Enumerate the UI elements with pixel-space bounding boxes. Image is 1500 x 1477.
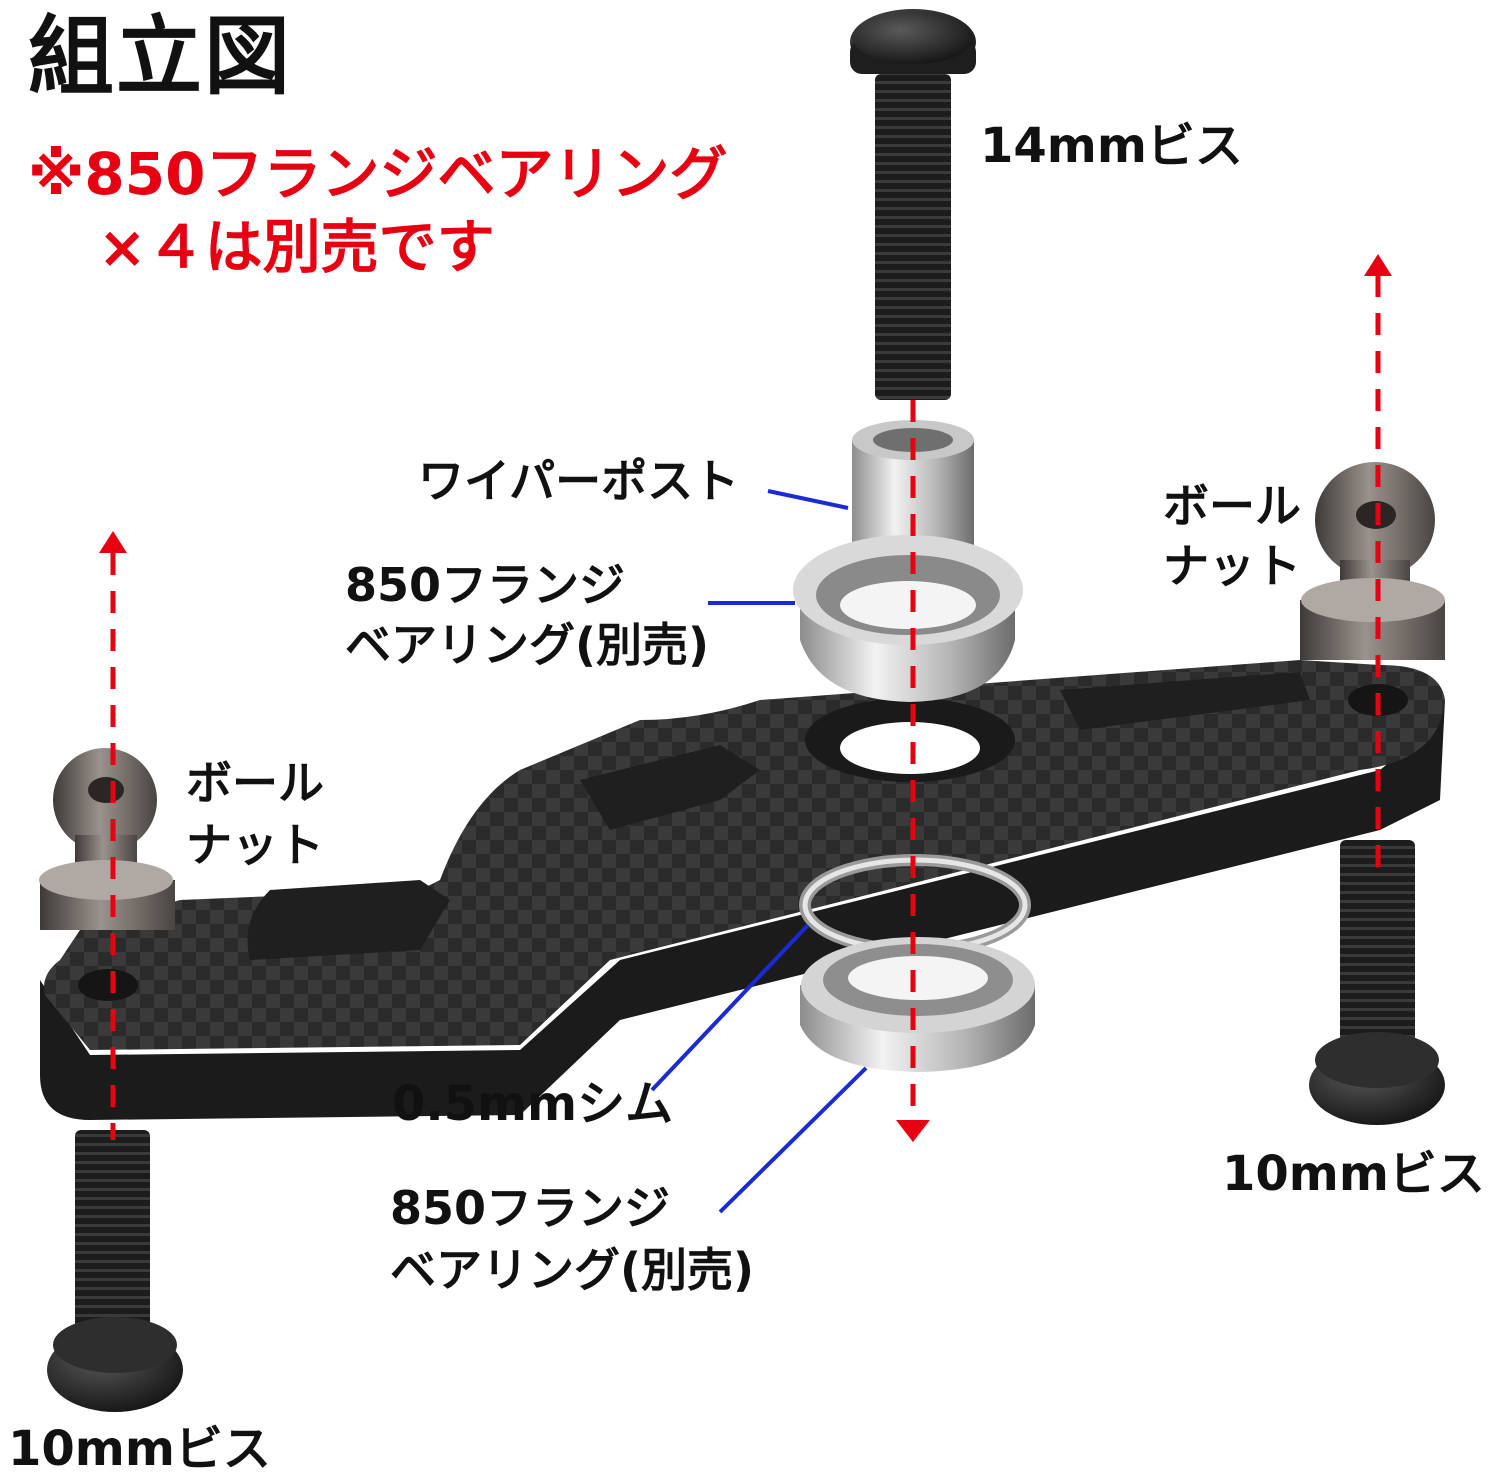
- label-wiper-post: ワイパーポスト: [418, 454, 740, 508]
- note-separate-sale-line2: ×４は別売です: [98, 213, 495, 281]
- label-lower-bearing-line1: 850フランジ: [390, 1181, 671, 1235]
- leader-wiper-post: [767, 489, 849, 510]
- carbon-wiper-arm: [40, 660, 1445, 1120]
- ball-nut-left: [39, 748, 175, 930]
- leader-lower-bearing: [718, 1066, 868, 1214]
- label-shim: 0.5mmシム: [392, 1076, 674, 1132]
- label-top-screw: 14mmビス: [980, 118, 1243, 174]
- label-upper-bearing-line2: ベアリング(別売): [345, 618, 710, 672]
- right-screw-10mm: [1309, 840, 1445, 1125]
- right-axis-arrow: [1364, 254, 1392, 870]
- diagram-title: 組立図: [28, 7, 292, 107]
- label-ball-nut-left-line2: ナット: [186, 818, 324, 872]
- label-screw-right: 10mmビス: [1222, 1146, 1485, 1202]
- upper-flange-bearing: [793, 535, 1023, 702]
- note-separate-sale-line1: ※850フランジベアリング: [28, 140, 728, 208]
- label-lower-bearing-line2: ベアリング(別売): [390, 1243, 755, 1297]
- label-ball-nut-right-line1: ボール: [1163, 479, 1301, 533]
- label-screw-left: 10mmビス: [8, 1421, 271, 1477]
- leader-lines: [650, 489, 868, 1214]
- label-ball-nut-left-line1: ボール: [186, 756, 324, 810]
- label-ball-nut-right-line2: ナット: [1163, 539, 1301, 593]
- left-axis-arrow: [99, 531, 127, 1140]
- lower-flange-bearing: [800, 937, 1035, 1072]
- label-upper-bearing-line1: 850フランジ: [345, 558, 626, 612]
- leader-shim: [650, 923, 810, 1092]
- left-screw-10mm: [47, 1130, 183, 1412]
- center-axis-arrow: [896, 400, 930, 1142]
- ball-nut-right: [1300, 462, 1445, 660]
- top-screw-14mm: [850, 9, 976, 400]
